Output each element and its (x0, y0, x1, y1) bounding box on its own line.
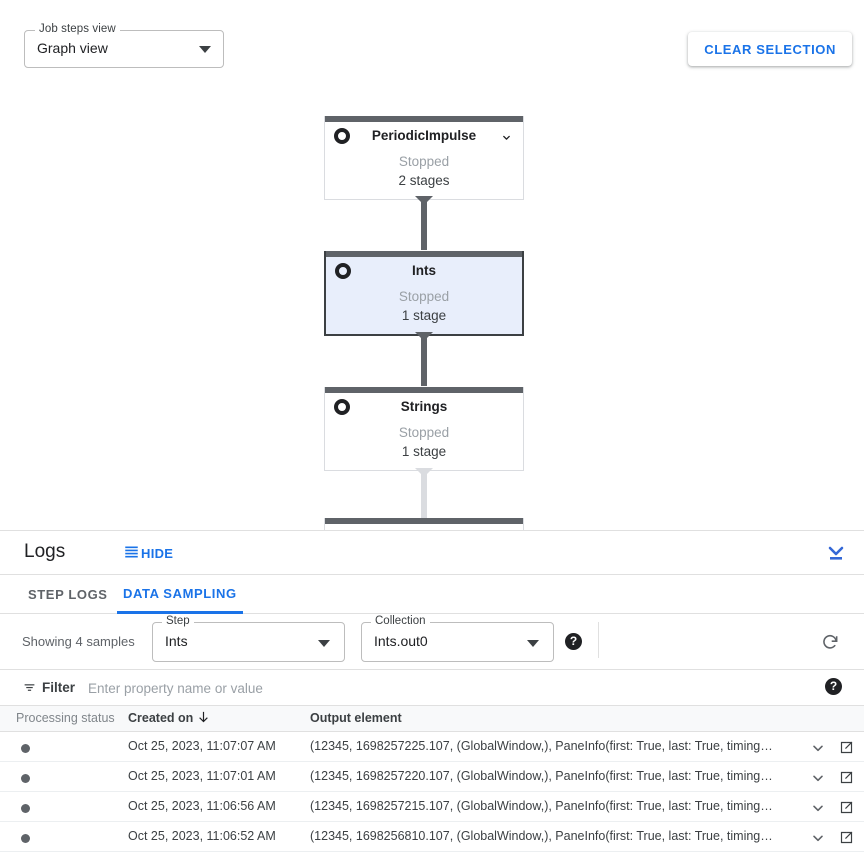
node-status: Stopped (398, 289, 450, 304)
processing-status-dot (21, 744, 30, 753)
chevron-down-icon (527, 640, 539, 647)
graph-node-ints[interactable]: Ints Stopped 1 stage (324, 251, 524, 336)
controls-divider (598, 622, 599, 658)
logs-title: Logs (24, 541, 66, 562)
graph-edge-1 (421, 198, 427, 250)
graph-edge-arrow-3 (415, 468, 433, 477)
cell-output-element: (12345, 1698257225.107, (GlobalWindow,),… (310, 739, 773, 753)
open-in-new-icon[interactable] (839, 800, 854, 815)
expand-row-button[interactable] (810, 800, 826, 816)
job-graph-panel: Job steps view Graph view CLEAR SELECTIO… (24, 23, 852, 530)
cell-created-on: Oct 25, 2023, 11:07:07 AM (128, 739, 276, 753)
sort-descending-arrow-icon[interactable] (196, 709, 211, 729)
node-status-bar (325, 116, 523, 122)
collapse-down-icon (824, 546, 848, 568)
tab-data-sampling[interactable]: DATA SAMPLING (117, 575, 243, 614)
collection-help-icon[interactable]: ? (565, 633, 582, 650)
hide-logs-button[interactable]: HIDE (124, 544, 173, 562)
cell-output-element: (12345, 1698256810.107, (GlobalWindow,),… (310, 829, 773, 843)
stop-icon (334, 399, 350, 415)
samples-table-header: Processing status Created on Output elem… (0, 706, 864, 732)
column-header-created-on[interactable]: Created on (128, 711, 194, 725)
refresh-button[interactable] (820, 632, 840, 652)
graph-node-strings[interactable]: Strings Stopped 1 stage (324, 387, 524, 471)
chevron-down-icon (199, 46, 211, 53)
stop-icon (334, 128, 350, 144)
cell-created-on: Oct 25, 2023, 11:06:56 AM (128, 799, 276, 813)
graph-edge-2 (421, 334, 427, 386)
graph-node-periodicimpulse[interactable]: PeriodicImpulse Stopped 2 stages (324, 116, 524, 200)
step-select-value: Ints (165, 633, 188, 649)
collection-select-value: Ints.out0 (374, 633, 428, 649)
table-row[interactable]: Oct 25, 2023, 11:07:07 AM (12345, 169825… (0, 732, 864, 762)
hide-logs-label: HIDE (141, 545, 174, 561)
data-sampling-controls: Showing 4 samples Step Ints Collection I… (0, 614, 864, 670)
chevron-down-icon (318, 640, 330, 647)
stop-icon (335, 263, 351, 279)
logs-panel: Logs HIDE (0, 530, 864, 856)
open-in-new-icon[interactable] (839, 770, 854, 785)
processing-status-dot (21, 834, 30, 843)
open-in-new-icon[interactable] (839, 830, 854, 845)
expand-row-button[interactable] (810, 740, 826, 756)
graph-node-clipped[interactable] (324, 518, 524, 530)
node-status-bar (325, 518, 523, 524)
node-title: PeriodicImpulse (371, 128, 477, 143)
logs-header: Logs HIDE (0, 531, 864, 575)
filter-input[interactable] (86, 678, 786, 698)
column-header-output-element[interactable]: Output element (310, 711, 402, 725)
column-header-processing-status[interactable]: Processing status (16, 711, 115, 725)
node-title: Ints (411, 263, 436, 278)
table-row[interactable]: Oct 25, 2023, 11:06:52 AM (12345, 169825… (0, 822, 864, 852)
collection-select-label: Collection (371, 615, 430, 627)
job-steps-view-select[interactable]: Job steps view Graph view (24, 23, 224, 68)
step-select-label: Step (162, 615, 194, 627)
expand-row-button[interactable] (810, 830, 826, 846)
processing-status-dot (21, 804, 30, 813)
node-title: Strings (400, 399, 448, 414)
job-steps-view-label: Job steps view (35, 23, 120, 35)
filter-help-icon[interactable]: ? (825, 678, 842, 695)
graph-edge-arrow-1 (415, 196, 433, 205)
collapse-panel-button[interactable] (824, 541, 848, 565)
cell-created-on: Oct 25, 2023, 11:07:01 AM (128, 769, 276, 783)
table-row[interactable]: Oct 25, 2023, 11:06:56 AM (12345, 169825… (0, 792, 864, 822)
cell-output-element: (12345, 1698257220.107, (GlobalWindow,),… (310, 769, 773, 783)
logs-tabs: STEP LOGS DATA SAMPLING (0, 575, 864, 614)
node-header: Strings (325, 393, 523, 423)
filter-icon (22, 681, 37, 699)
hamburger-icon (124, 544, 139, 562)
expand-row-button[interactable] (810, 770, 826, 786)
table-row[interactable]: Oct 25, 2023, 11:07:01 AM (12345, 169825… (0, 762, 864, 792)
refresh-icon (820, 635, 840, 655)
processing-status-dot (21, 774, 30, 783)
step-select[interactable]: Step Ints (152, 615, 345, 662)
node-status-bar (325, 387, 523, 393)
clear-selection-button[interactable]: CLEAR SELECTION (688, 32, 852, 66)
tab-step-logs[interactable]: STEP LOGS (22, 575, 114, 614)
node-stages: 2 stages (398, 173, 450, 188)
graph-edge-3 (421, 470, 427, 520)
showing-samples-label: Showing 4 samples (22, 634, 135, 649)
node-status-bar (326, 251, 522, 257)
node-header: Ints (326, 257, 522, 287)
open-in-new-icon[interactable] (839, 740, 854, 755)
collection-select[interactable]: Collection Ints.out0 (361, 615, 554, 662)
chevron-down-icon[interactable] (500, 131, 513, 144)
node-stages: 1 stage (401, 444, 447, 459)
cell-output-element: (12345, 1698257215.107, (GlobalWindow,),… (310, 799, 773, 813)
cell-created-on: Oct 25, 2023, 11:06:52 AM (128, 829, 276, 843)
node-stages: 1 stage (401, 308, 447, 323)
filter-label: Filter (42, 680, 76, 695)
job-steps-view-value: Graph view (37, 40, 108, 56)
node-status: Stopped (398, 425, 450, 440)
samples-table-body: Oct 25, 2023, 11:07:07 AM (12345, 169825… (0, 732, 864, 852)
filter-row: Filter (0, 670, 864, 706)
node-header: PeriodicImpulse (325, 122, 523, 152)
graph-edge-arrow-2 (415, 332, 433, 341)
node-status: Stopped (398, 154, 450, 169)
